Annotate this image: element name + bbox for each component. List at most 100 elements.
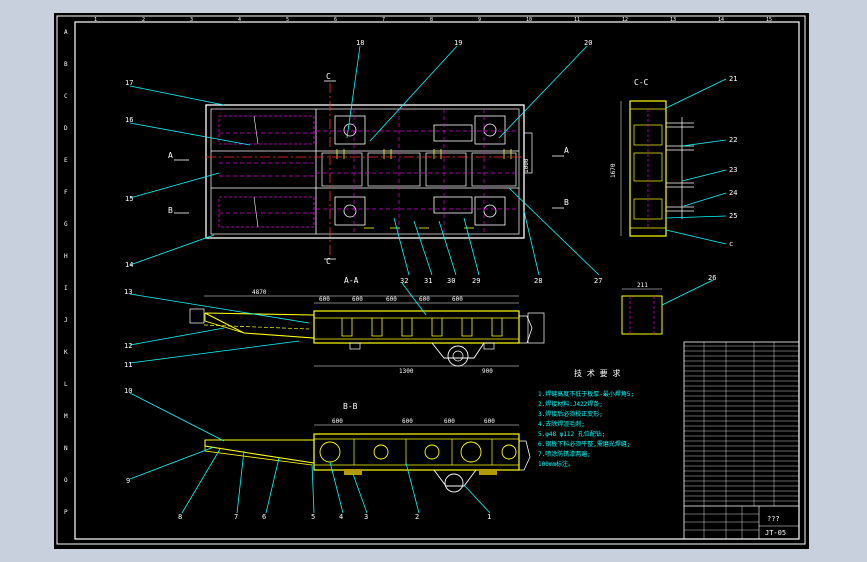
zone-number: 8 — [430, 17, 433, 23]
note-line: 2.焊接材料:J422焊条; — [538, 400, 603, 408]
bb-dimension-labels: 600 600 600 600 — [332, 418, 495, 425]
technical-notes: 1.焊缝高度不低于板厚-最小焊角5; 2.焊接材料:J422焊条; 3.焊接后必须校… — [538, 390, 634, 468]
zone-number: 15 — [766, 17, 772, 23]
balloon-7: 7 — [234, 513, 238, 521]
balloon-12: 12 — [124, 342, 132, 350]
dimension-label: 600 — [419, 296, 430, 303]
balloon-8: 8 — [178, 513, 182, 521]
zone-letter: B — [64, 61, 68, 68]
dimension-label: 600 — [452, 296, 463, 303]
balloon-9: 9 — [126, 477, 130, 485]
sheet-border — [56, 15, 806, 545]
note-line: 5.φ48 φ112 孔位配钻; — [538, 430, 605, 438]
zone-letter: G — [64, 221, 68, 228]
zone-number: 4 — [238, 17, 241, 23]
balloon-3: 3 — [364, 513, 368, 521]
balloon-2: 2 — [415, 513, 419, 521]
balloon-26: 26 — [708, 274, 716, 282]
detail-26 — [621, 279, 714, 335]
section-bb-view — [204, 433, 531, 493]
dimension-label: 1670 — [610, 163, 617, 178]
balloon-18: 18 — [356, 39, 364, 47]
balloon-13: 13 — [124, 288, 132, 296]
section-title-bb: B-B — [343, 402, 358, 411]
zone-letter: M — [64, 413, 68, 420]
zone-letter: I — [64, 285, 68, 292]
dimension-label: 1300 — [399, 368, 414, 375]
plan-leaders — [129, 45, 600, 276]
balloon-16: 16 — [125, 116, 133, 124]
zone-letter: N — [64, 445, 68, 452]
dimension-label: 600 — [386, 296, 397, 303]
dimension-label: 600 — [402, 418, 413, 425]
zone-number: 3 — [190, 17, 193, 23]
section-mark-c-top: C — [326, 72, 331, 81]
section-title-cc: C-C — [634, 78, 649, 87]
drawing-frame — [74, 21, 800, 540]
balloon-32: 32 — [400, 277, 408, 285]
balloon-30: 30 — [447, 277, 455, 285]
note-line: 1.焊缝高度不低于板厚-最小焊角5; — [538, 390, 634, 398]
plan-view — [205, 83, 533, 258]
balloon-22: 22 — [729, 136, 737, 144]
section-marks: C C A A B B — [168, 72, 569, 266]
zone-letter: E — [64, 157, 68, 164]
dimension-label: 600 — [484, 418, 495, 425]
balloon-28: 28 — [534, 277, 542, 285]
balloon-19: 19 — [454, 39, 462, 47]
zone-letter: K — [64, 349, 68, 356]
dimension-label: 600 — [332, 418, 343, 425]
zone-letter: O — [64, 477, 68, 484]
balloon-1: 1 — [487, 513, 491, 521]
section-mark-c-bottom: C — [326, 257, 331, 266]
dimension-label: 600 — [319, 296, 330, 303]
balloon-5: 5 — [311, 513, 315, 521]
balloon-31: 31 — [424, 277, 432, 285]
zone-letter: D — [64, 125, 68, 132]
section-aa-view — [189, 308, 545, 367]
zone-letter: P — [64, 509, 68, 516]
balloon-c: c — [729, 240, 733, 248]
section-title-aa: A-A — [344, 276, 359, 285]
balloon-23: 23 — [729, 166, 737, 174]
zone-number: 6 — [334, 17, 337, 23]
balloon-25: 25 — [729, 212, 737, 220]
notes-title: 技 术 要 求 — [574, 368, 620, 378]
zone-number: 2 — [142, 17, 145, 23]
section-mark-b-left: B — [168, 206, 173, 215]
title-block-name: ??? — [767, 515, 780, 523]
balloon-27: 27 — [594, 277, 602, 285]
balloon-4: 4 — [339, 513, 343, 521]
note-line: 3.焊接后必须校正变形; — [538, 410, 603, 418]
dimension-label: 600 — [444, 418, 455, 425]
balloon-20: 20 — [584, 39, 592, 47]
note-line: 100mm标注。 — [538, 460, 574, 468]
section-cc-view — [620, 100, 694, 237]
zone-number: 1 — [94, 17, 97, 23]
zone-letter: C — [64, 93, 68, 100]
balloon-6: 6 — [262, 513, 266, 521]
zone-number: 11 — [574, 17, 580, 23]
note-line: 4.去除焊渣毛刺; — [538, 420, 585, 428]
balloon-14: 14 — [125, 261, 133, 269]
balloon-10: 10 — [124, 387, 132, 395]
zone-number: 5 — [286, 17, 289, 23]
zone-letter: F — [64, 189, 68, 196]
zone-letter: L — [64, 381, 68, 388]
parts-list — [683, 341, 800, 540]
zone-number: 9 — [478, 17, 481, 23]
zone-number: 7 — [382, 17, 385, 23]
zone-number: 14 — [718, 17, 724, 23]
balloon-24: 24 — [729, 189, 737, 197]
section-mark-b-right: B — [564, 198, 569, 207]
balloon-17: 17 — [125, 79, 133, 87]
